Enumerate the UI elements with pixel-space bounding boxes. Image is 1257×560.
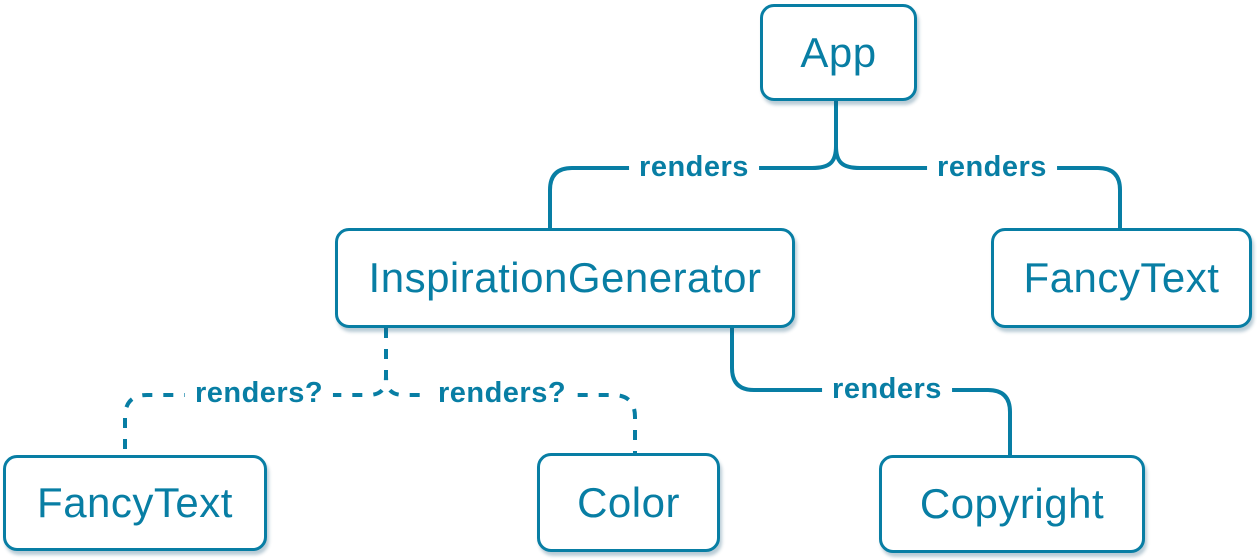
node-fancy-text-bottom: FancyText bbox=[3, 455, 267, 551]
node-copyright-label: Copyright bbox=[919, 480, 1105, 527]
node-app-label: App bbox=[800, 28, 877, 76]
node-inspiration-generator-label: InspirationGenerator bbox=[368, 254, 762, 301]
edge-label-renders-app-inspirationgenerator: renders bbox=[629, 151, 759, 184]
edge-label-renders-maybe-color: renders? bbox=[427, 377, 577, 410]
node-color-label: Color bbox=[577, 478, 680, 526]
edge-label-renders-maybe-fancytext: renders? bbox=[184, 377, 334, 410]
node-app: App bbox=[760, 4, 917, 101]
node-copyright: Copyright bbox=[879, 455, 1145, 553]
node-fancy-text-top-label: FancyText bbox=[1023, 254, 1220, 301]
edge-label-renders-copyright: renders bbox=[822, 373, 952, 406]
node-color: Color bbox=[537, 453, 720, 552]
node-fancy-text-bottom-label: FancyText bbox=[37, 479, 233, 526]
node-inspiration-generator: InspirationGenerator bbox=[335, 228, 795, 328]
edge-label-renders-app-fancytext: renders bbox=[927, 151, 1057, 184]
node-fancy-text-top: FancyText bbox=[991, 228, 1252, 328]
